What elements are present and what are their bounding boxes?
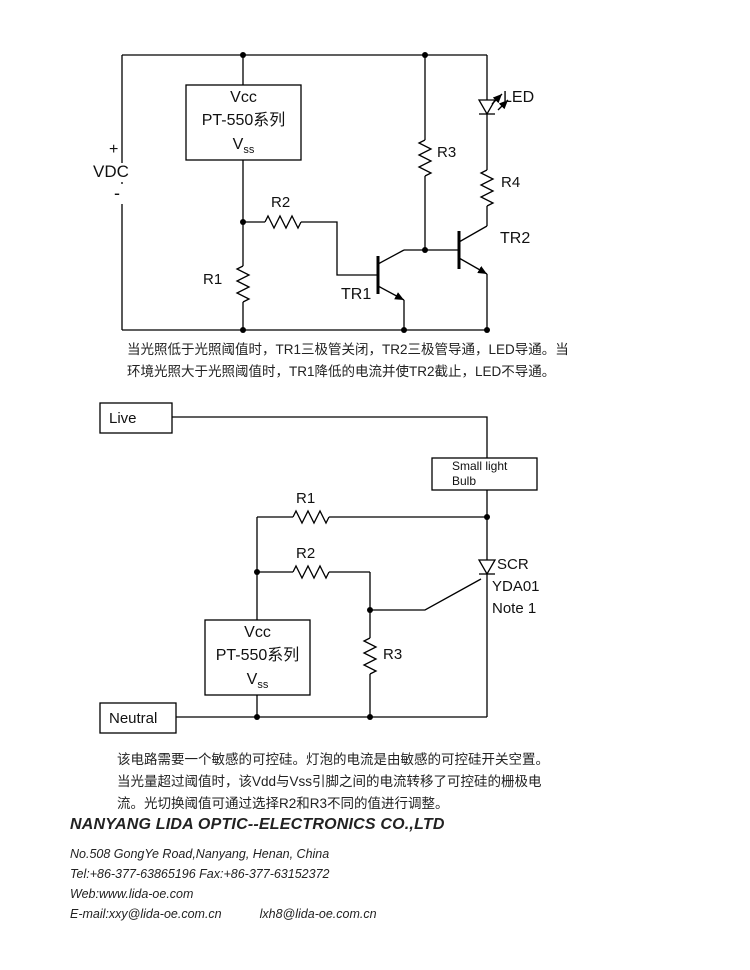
r2-label-2: R2 (296, 545, 316, 562)
scr-symbol (477, 559, 497, 576)
bulb-box-outline (431, 457, 538, 491)
led-symbol (477, 93, 509, 116)
company-telfax: Tel:+86-377-63865196 Fax:+86-377-6315237… (70, 867, 330, 881)
pt550-vcc-label: Vcc (230, 89, 257, 107)
circuit-bottom (99, 402, 538, 734)
r1-label-2: R1 (296, 490, 316, 507)
pt550-vss-label: Vss (232, 135, 255, 156)
resistor-zigzags (235, 139, 495, 303)
bulb-label-line2: Bulb (452, 474, 477, 488)
company-email-row: E-mail:xxy@lida-oe.com.cn lxh8@lida-oe.c… (70, 904, 445, 924)
company-footer: NANYANG LIDA OPTIC--ELECTRONICS CO.,LTD … (70, 816, 445, 924)
neutral-box-outline (99, 702, 177, 734)
caption-line: 当光量超过阈值时，该Vdd与Vss引脚之间的电流转移了可控硅的栅极电 (117, 774, 542, 789)
company-website: Web:www.lida-oe.com (70, 887, 194, 901)
scr-gate-wire (370, 578, 482, 611)
r3-label: R3 (437, 144, 457, 161)
caption-line: 当光照低于光照阈值时，TR1三极管关闭，TR2三极管导通，LED导通。当 (127, 342, 569, 357)
transistor-tr2 (457, 225, 488, 275)
live-box-outline (99, 402, 173, 434)
company-email-2: lxh8@lida-oe.com.cn (259, 907, 377, 921)
wire (172, 416, 488, 718)
transistor-tr1 (376, 249, 405, 301)
vdc-label: VDC (90, 162, 132, 182)
bulb-label-line1: Small light (452, 459, 508, 473)
small-light-bulb-box: Small light Bulb (432, 458, 557, 490)
junction-dots (240, 52, 490, 333)
neutral-label: Neutral (109, 709, 158, 727)
caption-line: 该电路需要一个敏感的可控硅。灯泡的电流是由敏感的可控硅开关空置。 (117, 752, 549, 767)
live-label: Live (109, 409, 137, 427)
circuit-top-caption: 当光照低于光照阈值时，TR1三极管关闭，TR2三极管导通，LED导通。当 环境光… (127, 339, 569, 383)
r3-label-2: R3 (383, 646, 403, 663)
company-email-1: E-mail:xxy@lida-oe.com.cn (70, 907, 222, 921)
pt550-box-outline (185, 84, 302, 161)
pt550-vcc-label-2: Vcc (244, 624, 271, 642)
pt550-series-label-2: PT-550系列 (215, 647, 300, 665)
tr2-label: TR2 (500, 230, 531, 247)
tr1-label: TR1 (341, 286, 372, 303)
r2-label: R2 (271, 194, 291, 211)
scr-part-label: YDA01 (492, 578, 540, 595)
caption-line: 环境光照大于光照阈值时，TR1降低的电流并使TR2截止，LED不导通。 (127, 364, 556, 379)
r1-label: R1 (203, 271, 223, 288)
company-name: NANYANG LIDA OPTIC--ELECTRONICS CO.,LTD (70, 816, 445, 833)
pt550-box-2: Vcc PT-550系列 Vss (205, 620, 310, 695)
caption-line: 流。光切换阈值可通过选择R2和R3不同的值进行调整。 (117, 796, 449, 811)
pt550-box: Vcc PT-550系列 Vss (186, 85, 301, 160)
r4-label: R4 (501, 174, 521, 191)
vdc-minus-label: - (111, 183, 123, 204)
resistor-zigzags (292, 509, 378, 675)
led-label: LED (503, 89, 535, 106)
live-terminal: Live (100, 403, 181, 433)
scr-note-label: Note 1 (492, 600, 537, 617)
pt550-box2-outline (204, 619, 311, 696)
pt550-series-label: PT-550系列 (201, 112, 286, 130)
scr-label: SCR (497, 556, 529, 573)
pt550-vss-label-2: Vss (246, 670, 269, 691)
neutral-terminal: Neutral (100, 703, 185, 733)
company-address: No.508 GongYe Road,Nanyang, Henan, China (70, 847, 330, 861)
junction-dots (254, 514, 490, 720)
circuit-top (121, 52, 509, 333)
vdc-plus-label: + (106, 141, 122, 159)
wire (121, 54, 488, 331)
circuit-bottom-caption: 该电路需要一个敏感的可控硅。灯泡的电流是由敏感的可控硅开关空置。 当光量超过阈值… (117, 749, 549, 815)
